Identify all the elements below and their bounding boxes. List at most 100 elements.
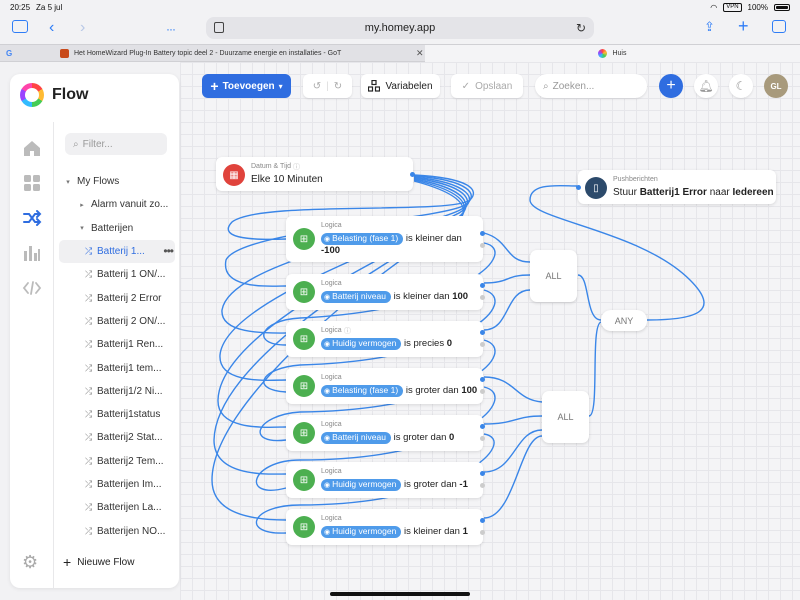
tree-item[interactable]: ⤮Batterij1/2 Ni... [59,380,175,403]
tree-item[interactable]: ⤮Batterijen NO... [59,519,175,542]
flow-icon: ⤮ [85,362,93,373]
condition-card[interactable]: ⊞ Logica Huidig vermogen is kleiner dan … [286,509,485,545]
tab-google[interactable]: G [6,45,12,62]
condition-card[interactable]: ⊞ Logica Batterij niveau is groter dan 0 [286,415,485,451]
filter-input[interactable]: ⌕ Filter... [65,133,167,155]
tree-item-selected[interactable]: ⤮Batterij 1...••• [59,239,175,264]
devices-icon[interactable] [22,173,42,193]
input-port[interactable] [576,185,581,190]
home-icon[interactable] [22,138,42,158]
false-port[interactable] [480,342,485,347]
false-port[interactable] [480,530,485,535]
code-icon[interactable] [22,278,42,298]
flow-icon: ⤮ [85,315,93,326]
new-tab-icon[interactable]: + [738,16,749,36]
card-text: Huidig vermogen is kleiner dan 1 [321,526,468,538]
reload-icon[interactable]: ↻ [575,21,586,35]
flow-canvas[interactable] [180,62,800,600]
condition-card[interactable]: ⊞ Logica Batterij niveau is kleiner dan … [286,274,485,310]
chevron-down-icon: ▾ [66,178,70,186]
chevron-down-icon: ▾ [278,81,283,91]
condition-card[interactable]: ⊞ Logica ⓘ Huidig vermogen is precies 0 [286,321,485,357]
tree-item[interactable]: ⤮Batterij 2 ON/... [59,310,175,333]
tree-item[interactable]: ⤮Batterij2 Stat... [59,426,175,449]
tree-label: Batterij 1 ON/... [97,269,166,281]
flow-shuffle-icon[interactable] [22,208,42,228]
gear-icon[interactable]: ⚙ [22,552,39,572]
tree-folder-batterijen[interactable]: ▾Batterijen [59,217,175,240]
redo-icon[interactable]: ↻ [333,80,343,92]
false-port[interactable] [480,483,485,488]
true-port[interactable] [480,471,485,476]
add-button[interactable]: + Toevoegen ▾ [202,74,291,98]
avatar[interactable]: GL [764,74,788,98]
trigger-card[interactable]: ▦ Datum & Tijd ⓘ Elke 10 Minuten [216,157,415,191]
more-dots-icon[interactable]: ··· [166,22,176,36]
info-icon[interactable]: ⓘ [293,164,300,171]
info-icon[interactable]: ⓘ [344,328,351,335]
tree-label: Batterijen Im... [97,479,162,490]
tree-item[interactable]: ⤮Batterijen Im... [59,473,175,496]
notifications-button[interactable]: 🔔︎ [694,74,718,98]
value: 0 [449,432,455,443]
share-icon[interactable]: ⇪ [704,19,715,34]
close-tab-icon[interactable]: ✕ [416,48,424,58]
false-port[interactable] [480,436,485,441]
true-port[interactable] [480,424,485,429]
tree-folder-my-flows[interactable]: ▾My Flows [59,170,175,193]
browser-toolbar: ‹ › ··· my.homey.app ↻ ⇪ + [0,14,800,44]
false-port[interactable] [480,389,485,394]
insights-icon[interactable] [22,243,42,263]
true-port[interactable] [480,231,485,236]
avatar-initials: GL [770,81,782,91]
logic-icon: ⊞ [293,422,315,444]
tabs-overview-icon[interactable] [772,20,786,33]
gate-label: ALL [545,271,562,281]
divider: | [326,80,329,92]
search-input[interactable]: ⌕ Zoeken... [535,74,647,98]
back-icon[interactable]: ‹ [49,19,55,36]
tree-label: Batterijen NO... [97,525,166,537]
false-port[interactable] [480,295,485,300]
tree-folder-alarm[interactable]: ▸Alarm vanuit zo... [59,193,175,216]
variables-button[interactable]: Variabelen [361,74,440,98]
flow-icon: ⤮ [85,339,93,350]
true-port[interactable] [480,283,485,288]
condition-card[interactable]: ⊞ Logica Belasting (fase 1) is kleiner d… [286,216,485,262]
tree-item[interactable]: ⤮Batterij 2 Error [59,286,175,309]
forward-icon[interactable]: › [80,19,86,36]
all-gate[interactable]: ALL [542,391,589,443]
add-card-button[interactable]: + [659,74,683,98]
tree-item[interactable]: ⤮Batterij2 Tem... [59,450,175,473]
all-gate[interactable]: ALL [530,250,577,302]
page-menu-icon[interactable] [214,22,224,33]
true-port[interactable] [480,518,485,523]
flow-icon: ⤮ [85,502,93,513]
tab-huis[interactable]: Huis [425,45,800,62]
tree-item[interactable]: ⤮Batterijen La... [59,496,175,519]
sidebar-toggle-icon[interactable] [12,20,28,33]
false-port[interactable] [480,243,485,248]
address-bar[interactable]: my.homey.app ↻ [206,17,594,39]
logic-icon: ⊞ [293,281,315,303]
undo-icon[interactable]: ↺ [312,80,322,92]
logic-icon: ⊞ [293,328,315,350]
condition-card[interactable]: ⊞ Logica Belasting (fase 1) is groter da… [286,368,485,404]
save-button[interactable]: ✓ Opslaan [451,74,523,98]
tree-item[interactable]: ⤮Batterij1status [59,403,175,426]
dark-mode-button[interactable]: ☾ [729,74,753,98]
condition-card[interactable]: ⊞ Logica Huidig vermogen is groter dan -… [286,462,485,498]
bell-icon: 🔔︎ [698,79,714,93]
tree-item[interactable]: ⤮Batterij1 tem... [59,356,175,379]
more-options-icon[interactable]: ••• [163,243,174,258]
true-port[interactable] [480,330,485,335]
tree-item[interactable]: ⤮Batterij 1 ON/... [59,263,175,286]
tab-got[interactable]: Het HomeWizard Plug-In Battery topic dee… [60,45,410,62]
any-gate[interactable]: ANY [601,310,647,331]
new-flow-button[interactable]: + Nieuwe Flow [63,554,134,570]
output-port[interactable] [410,172,415,177]
card-category: Logica [321,222,342,229]
action-card[interactable]: ▯ Pushberichten Stuur Batterij1 Error na… [576,170,776,204]
true-port[interactable] [480,377,485,382]
tree-item[interactable]: ⤮Batterij1 Ren... [59,333,175,356]
